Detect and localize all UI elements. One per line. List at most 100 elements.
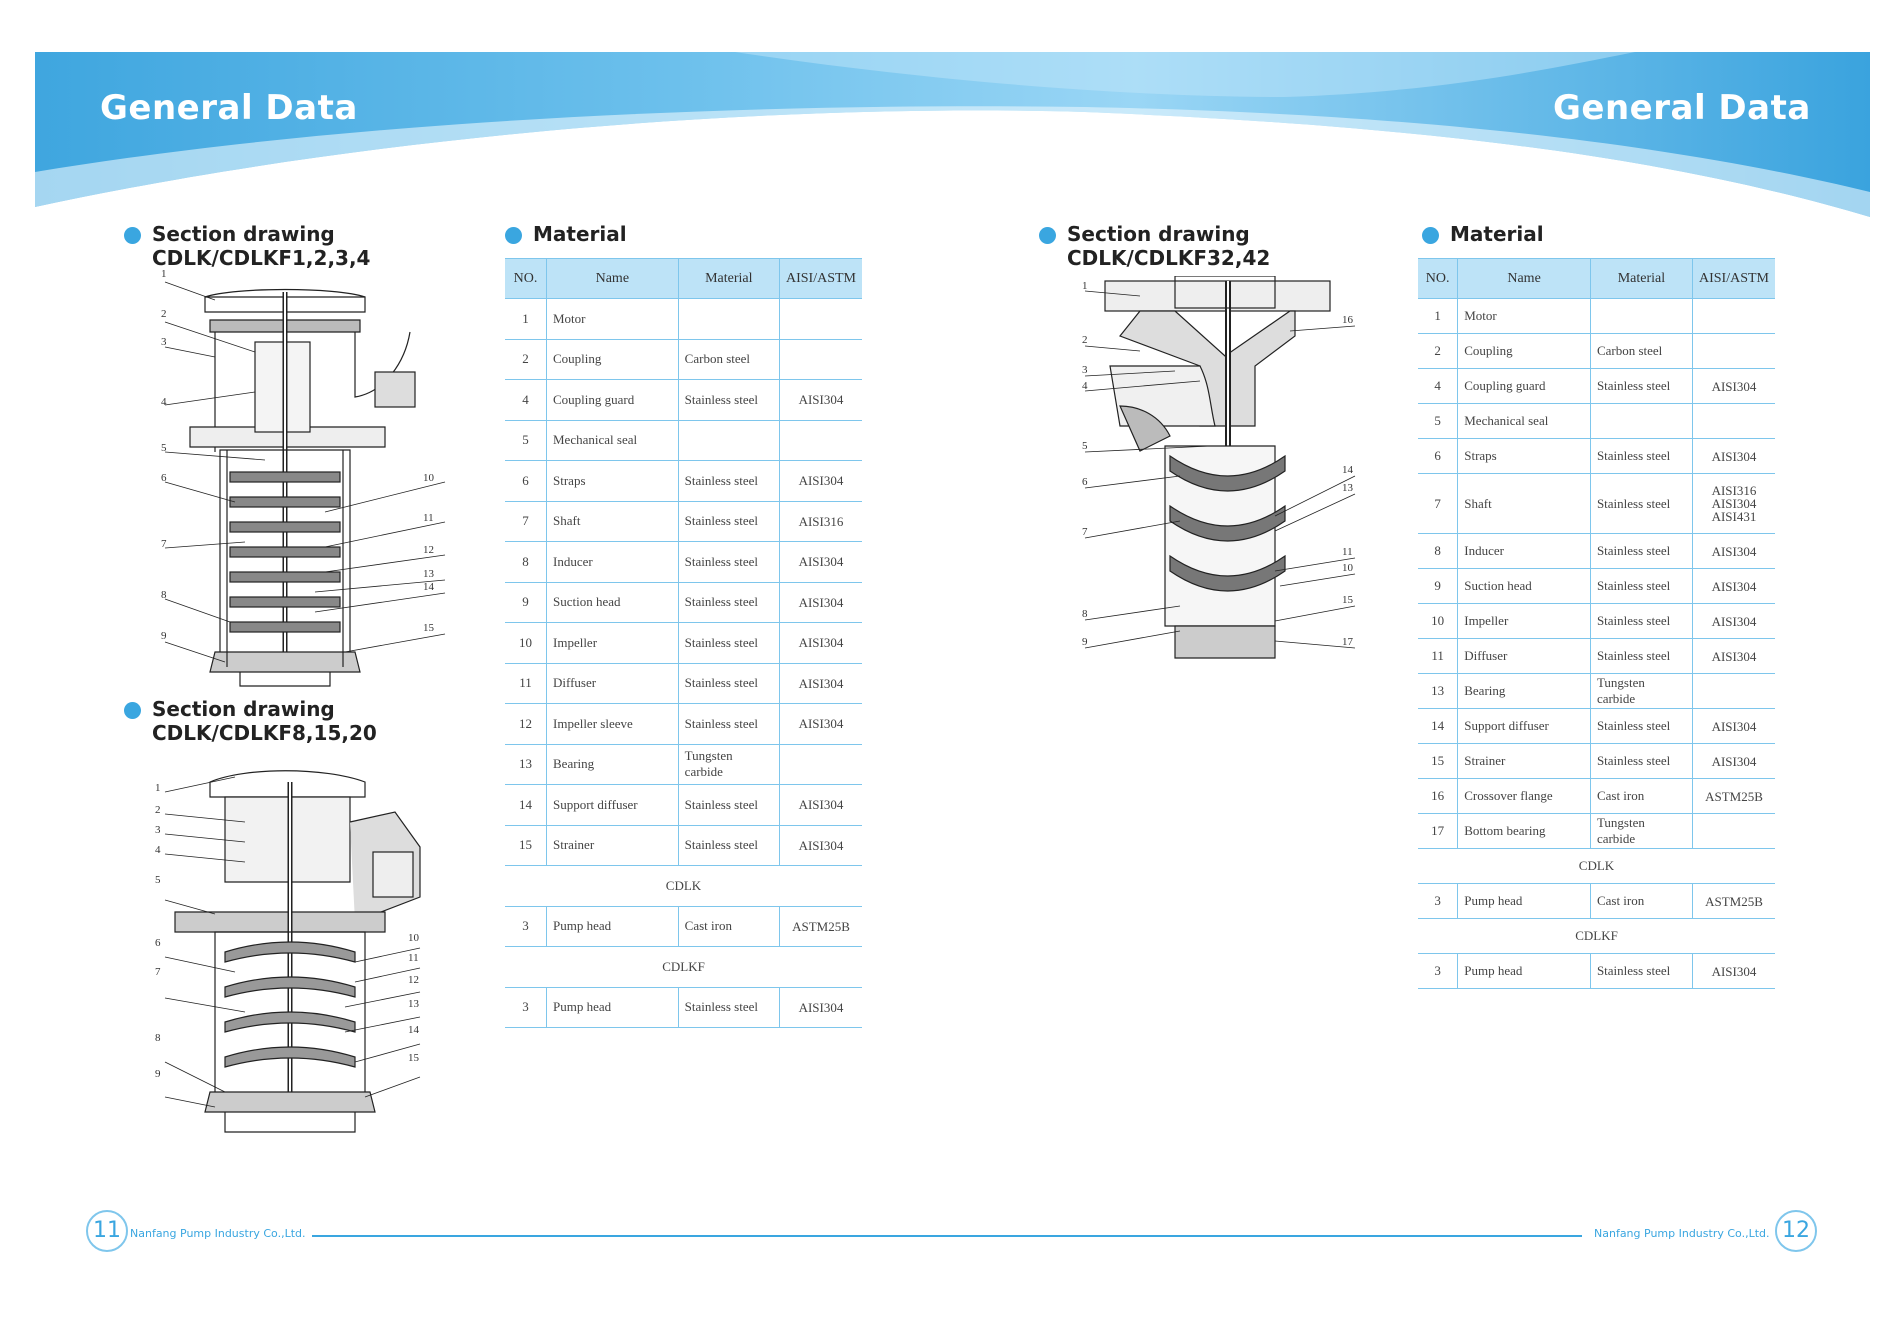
callout-label: 9: [161, 630, 167, 642]
cell-no: 3: [505, 987, 547, 1028]
cell-aisi: AISI304: [778, 379, 862, 421]
header-banner: [35, 52, 1870, 227]
callout-label: 3: [155, 824, 161, 836]
cell-no: 1: [505, 298, 547, 340]
group-label: CDLK: [505, 865, 862, 907]
section-title: Section drawing: [1067, 222, 1250, 246]
cell-aisi: AISI304: [778, 703, 862, 745]
callout-label: 14: [1342, 464, 1353, 476]
cell-no: 2: [505, 339, 547, 380]
cell-no: 8: [505, 541, 547, 583]
cell-material: Stainless steel: [677, 501, 780, 542]
callout-label: 15: [1342, 594, 1353, 606]
section-model: CDLK/CDLKF8,15,20: [152, 721, 377, 745]
header-no: NO.: [1418, 258, 1458, 299]
callout-label: 4: [1082, 380, 1088, 392]
cell-material: Stainless steel: [1589, 603, 1693, 639]
cell-name: Pump head: [546, 906, 679, 947]
cell-name: Support diffuser: [546, 784, 679, 826]
cell-name: Impeller: [1457, 603, 1591, 639]
cell-no: 17: [1418, 813, 1458, 849]
cell-name: Inducer: [1457, 533, 1591, 569]
callout-label: 7: [161, 538, 167, 550]
cell-material: [1589, 298, 1693, 334]
cell-material: Stainless steel: [677, 582, 780, 623]
material-title: Material: [533, 222, 627, 246]
cell-aisi: AISI304: [1691, 708, 1775, 744]
cell-material: Stainless steel: [1589, 368, 1693, 404]
callout-label: 8: [1082, 608, 1088, 620]
cell-aisi: AISI304: [778, 460, 862, 502]
company-name-right: Nanfang Pump Industry Co.,Ltd.: [1594, 1227, 1770, 1240]
page-title-left: General Data: [100, 88, 358, 128]
cell-name: Motor: [1457, 298, 1591, 334]
cell-name: Coupling guard: [546, 379, 679, 421]
cell-name: Support diffuser: [1457, 708, 1591, 744]
callout-label: 1: [1082, 280, 1088, 292]
cell-no: 3: [505, 906, 547, 947]
header-material: Material: [677, 258, 780, 299]
section-heading-right: Section drawing CDLK/CDLKF32,42: [1039, 222, 1271, 270]
cell-name: Bottom bearing: [1457, 813, 1591, 849]
callout-label: 13: [1342, 482, 1353, 494]
group-label: CDLKF: [1418, 918, 1775, 954]
callout-label: 11: [1342, 546, 1353, 558]
callout-label: 13: [408, 998, 419, 1010]
cell-name: Impeller sleeve: [546, 703, 679, 745]
table-group-row: CDLK: [505, 865, 862, 907]
cell-no: 2: [1418, 333, 1458, 369]
footer-divider: [312, 1235, 1582, 1237]
callout-label: 17: [1342, 636, 1353, 648]
cell-aisi: AISI304: [1691, 438, 1775, 474]
cell-aisi: AISI304: [1691, 368, 1775, 404]
bullet-icon: [1039, 227, 1056, 244]
callout-label: 5: [155, 874, 161, 886]
cell-material: Tungsten carbide: [677, 744, 780, 785]
cell-aisi: AISI304: [1691, 638, 1775, 674]
cell-material: Carbon steel: [1589, 333, 1693, 369]
cell-material: Stainless steel: [1589, 568, 1693, 604]
group-label: CDLKF: [505, 946, 862, 988]
cell-no: 15: [505, 825, 547, 866]
callout-label: 14: [423, 581, 434, 593]
cell-no: 7: [1418, 473, 1458, 534]
cell-material: Stainless steel: [677, 825, 780, 866]
callout-label: 9: [155, 1068, 161, 1080]
cell-no: 1: [1418, 298, 1458, 334]
cell-name: Bearing: [546, 744, 679, 785]
cell-aisi: AISI304: [1691, 603, 1775, 639]
cell-no: 6: [1418, 438, 1458, 474]
cell-no: 12: [505, 703, 547, 745]
bullet-icon: [124, 227, 141, 244]
cell-aisi: [778, 420, 862, 461]
cell-aisi: AISI304: [778, 825, 862, 866]
cell-material: Stainless steel: [1589, 533, 1693, 569]
callout-label: 12: [423, 544, 434, 556]
cell-aisi: ASTM25B: [1691, 883, 1775, 919]
bullet-icon: [124, 702, 141, 719]
section-title: Section drawing: [152, 222, 335, 246]
cell-no: 15: [1418, 743, 1458, 779]
header-material: Material: [1589, 258, 1693, 299]
table-group-row: CDLK: [1418, 848, 1775, 884]
table-group-row: CDLKF: [1418, 918, 1775, 954]
header-aisi: AISI/ASTM: [1691, 258, 1775, 299]
cell-no: 9: [505, 582, 547, 623]
section-drawing-cdlk-8-20: 1 2 3 4 5 6 7 8 9 10 11 12 13 14 15: [155, 762, 445, 1142]
cell-aisi: ASTM25B: [778, 906, 862, 947]
cell-material: Cast iron: [1589, 883, 1693, 919]
header-name: Name: [546, 258, 679, 299]
cell-material: Stainless steel: [677, 987, 780, 1028]
section-model: CDLK/CDLKF32,42: [1067, 246, 1271, 270]
